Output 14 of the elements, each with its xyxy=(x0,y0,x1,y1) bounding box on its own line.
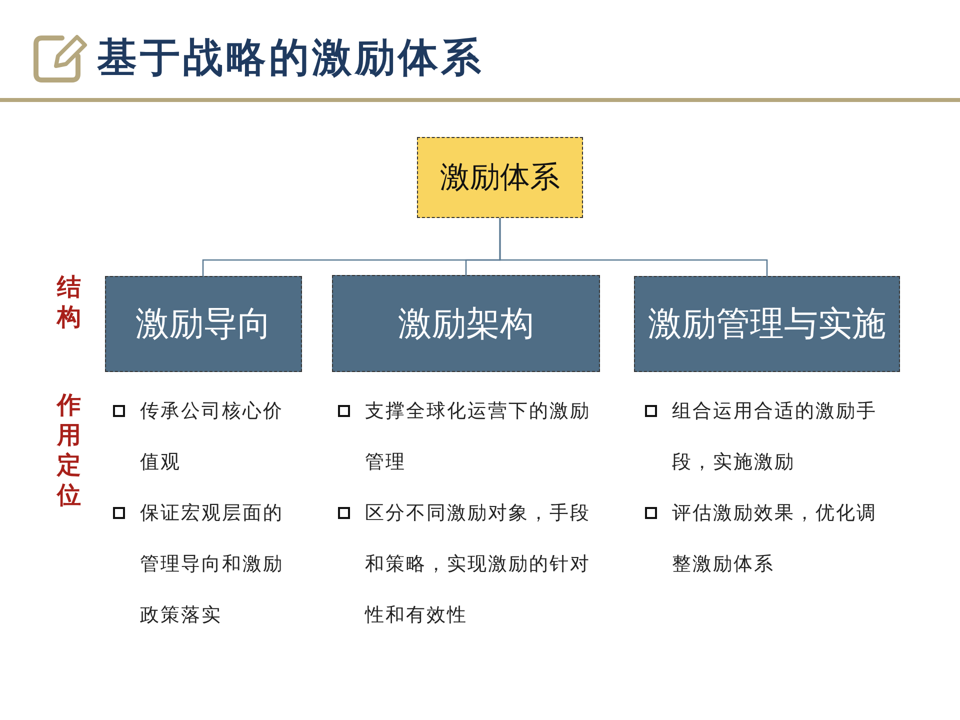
side-label: 结构 xyxy=(55,272,82,332)
category-box: 激励导向 xyxy=(105,276,302,372)
category-box: 激励管理与实施 xyxy=(634,276,900,372)
connector-line xyxy=(499,218,768,276)
bullet-text: 支撑全球化运营下的激励管理 xyxy=(365,399,592,475)
bullet-text: 评估激励效果，优化调整激励体系 xyxy=(672,501,878,577)
bullet-text: 区分不同激励对象，手段和策略，实现激励的针对性和有效性 xyxy=(365,501,592,628)
bullet-text: 传承公司核心价值观 xyxy=(140,399,284,475)
bullet-text: 组合运用合适的激励手段，实施激励 xyxy=(672,399,878,475)
root-box: 激励体系 xyxy=(417,137,583,218)
category-box: 激励架构 xyxy=(332,275,600,372)
title: 基于战略的激励体系 xyxy=(97,34,484,83)
side-label: 作用定位 xyxy=(55,390,82,510)
bullet-text: 保证宏观层面的管理导向和激励政策落实 xyxy=(140,501,284,628)
